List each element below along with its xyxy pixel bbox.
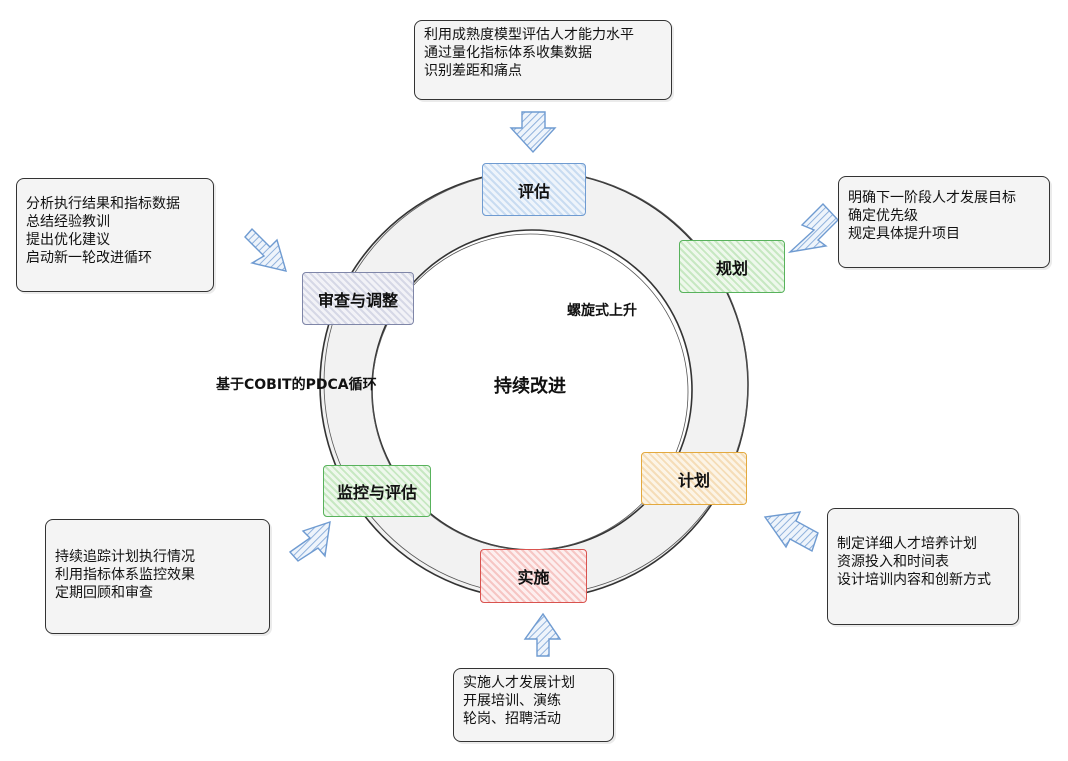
note-line: 资源投入和时间表 [837,554,949,570]
note-assess: 利用成熟度模型评估人才能力水平 通过量化指标体系收集数据 识别差距和痛点 [414,20,672,100]
note-line: 启动新一轮改进循环 [26,250,152,266]
cycle-label: 基于COBIT的PDCA循环 [216,377,377,393]
center-title: 持续改进 [494,376,566,397]
arrow-to-plan [787,202,839,254]
arrow-to-plan-detail [763,511,819,553]
note-plan: 明确下一阶段人才发展目标 确定优先级 规定具体提升项目 [838,176,1050,268]
stage-monitor: 监控与评估 [323,465,431,517]
stage-assess: 评估 [482,163,586,216]
note-line: 利用指标体系监控效果 [55,567,195,583]
note-line: 确定优先级 [848,208,918,224]
note-line: 制定详细人才培养计划 [837,536,977,552]
stage-plan: 规划 [679,240,785,293]
note-line: 利用成熟度模型评估人才能力水平 [424,27,634,43]
spiral-label: 螺旋式上升 [567,303,637,319]
note-line: 轮岗、招聘活动 [463,711,561,727]
note-line: 定期回顾和审查 [55,585,153,601]
stage-implement: 实施 [480,549,587,603]
note-monitor: 持续追踪计划执行情况 利用指标体系监控效果 定期回顾和审查 [45,519,270,634]
note-line: 开展培训、演练 [463,693,561,709]
note-line: 提出优化建议 [26,232,110,248]
arrow-to-review [244,227,288,272]
note-review: 分析执行结果和指标数据 总结经验教训 提出优化建议 启动新一轮改进循环 [16,178,214,292]
note-implement: 实施人才发展计划 开展培训、演练 轮岗、招聘活动 [453,668,614,742]
arrow-down-assess [509,111,557,154]
arrow-to-monitor [288,520,331,562]
note-line: 实施人才发展计划 [463,675,575,691]
note-plan-detail: 制定详细人才培养计划 资源投入和时间表 设计培训内容和创新方式 [827,508,1019,625]
arrow-up-implement [523,612,562,657]
stage-plan-detail: 计划 [641,452,747,505]
note-line: 分析执行结果和指标数据 [26,196,180,212]
note-line: 识别差距和痛点 [424,63,522,79]
note-line: 持续追踪计划执行情况 [55,549,195,565]
note-line: 总结经验教训 [26,214,110,230]
note-line: 明确下一阶段人才发展目标 [848,190,1016,206]
note-line: 通过量化指标体系收集数据 [424,45,592,61]
note-line: 规定具体提升项目 [848,226,960,242]
stage-review: 审查与调整 [302,272,414,325]
note-line: 设计培训内容和创新方式 [837,572,991,588]
